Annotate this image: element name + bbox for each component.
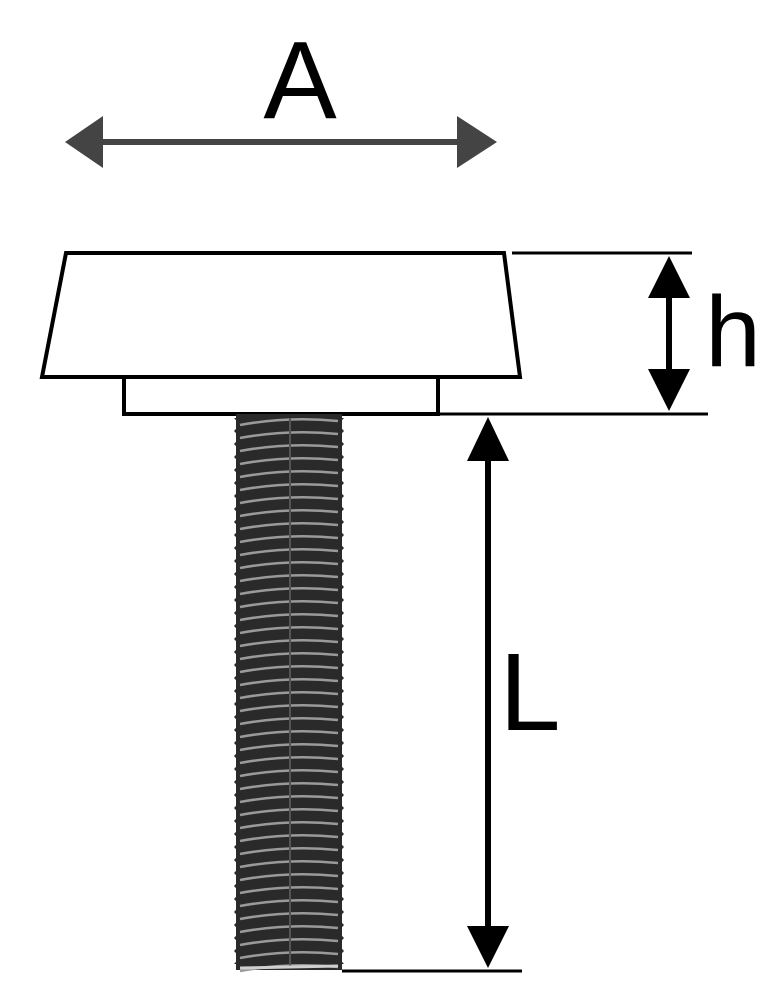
dimension-h-arrowhead-bottom xyxy=(648,369,690,411)
dimension-l-label: L xyxy=(499,631,560,754)
threaded-stud xyxy=(234,414,344,973)
dimension-h-arrowhead-top xyxy=(648,256,690,298)
dimension-l-arrowhead-bottom xyxy=(467,926,509,968)
dimension-a: A xyxy=(65,19,497,168)
foot-base xyxy=(39,251,523,416)
threaded-stud-threads xyxy=(234,417,344,973)
foot-base-collar xyxy=(122,375,440,416)
dimension-h-label: h xyxy=(705,276,761,388)
dimension-l: L xyxy=(342,417,561,973)
dimension-a-arrowhead-left xyxy=(65,116,103,168)
dimension-a-arrowhead-right xyxy=(457,116,497,168)
threaded-stud-end xyxy=(239,964,339,970)
dimension-a-label: A xyxy=(263,19,337,142)
foot-base-cap xyxy=(39,251,523,379)
dimension-h: h xyxy=(438,251,761,416)
dimension-l-arrowhead-top xyxy=(467,417,509,461)
